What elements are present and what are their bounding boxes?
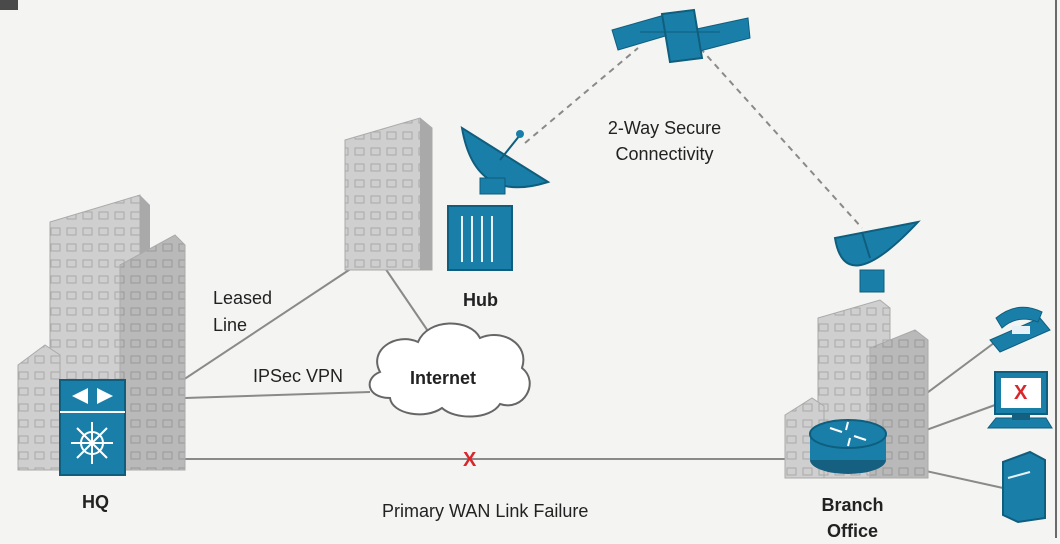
satellite-caption: 2-Way Secure Connectivity — [607, 118, 722, 164]
internet-label: Internet — [410, 368, 477, 388]
branch-dish-icon — [833, 220, 921, 293]
server-icon — [1002, 450, 1046, 524]
hub-satellite-link — [524, 47, 639, 144]
hub-box-icon — [447, 205, 513, 271]
hq-switch-icon — [59, 379, 126, 476]
branch-satellite-link — [699, 47, 863, 229]
ipsec-vpn-label: IPSec VPN — [253, 366, 344, 386]
wan-failure-x-mark: X — [463, 449, 477, 471]
satellite-links — [524, 47, 863, 229]
leased-line-label: Leased Line — [213, 288, 273, 335]
wan-failure-label: Primary WAN Link Failure — [382, 501, 589, 521]
pc-icon — [986, 371, 1053, 429]
hub-internet-link — [384, 267, 433, 338]
hq-label: HQ — [82, 492, 109, 512]
hub-label: Hub — [463, 290, 498, 310]
hub-dish-icon — [460, 125, 551, 195]
hq-building-icon — [17, 194, 186, 471]
leased-line-link — [179, 267, 353, 383]
corner-mark — [0, 0, 18, 10]
internet-cloud-icon — [368, 322, 531, 418]
pc-failure-x-mark: X — [1014, 382, 1028, 404]
branch-office-label: Branch Office — [821, 495, 884, 541]
center-building-icon — [344, 117, 433, 271]
ipsec-vpn-link — [184, 391, 371, 399]
branch-router-icon — [809, 419, 887, 474]
satellite-icon — [611, 8, 751, 64]
phone-icon — [989, 306, 1051, 353]
